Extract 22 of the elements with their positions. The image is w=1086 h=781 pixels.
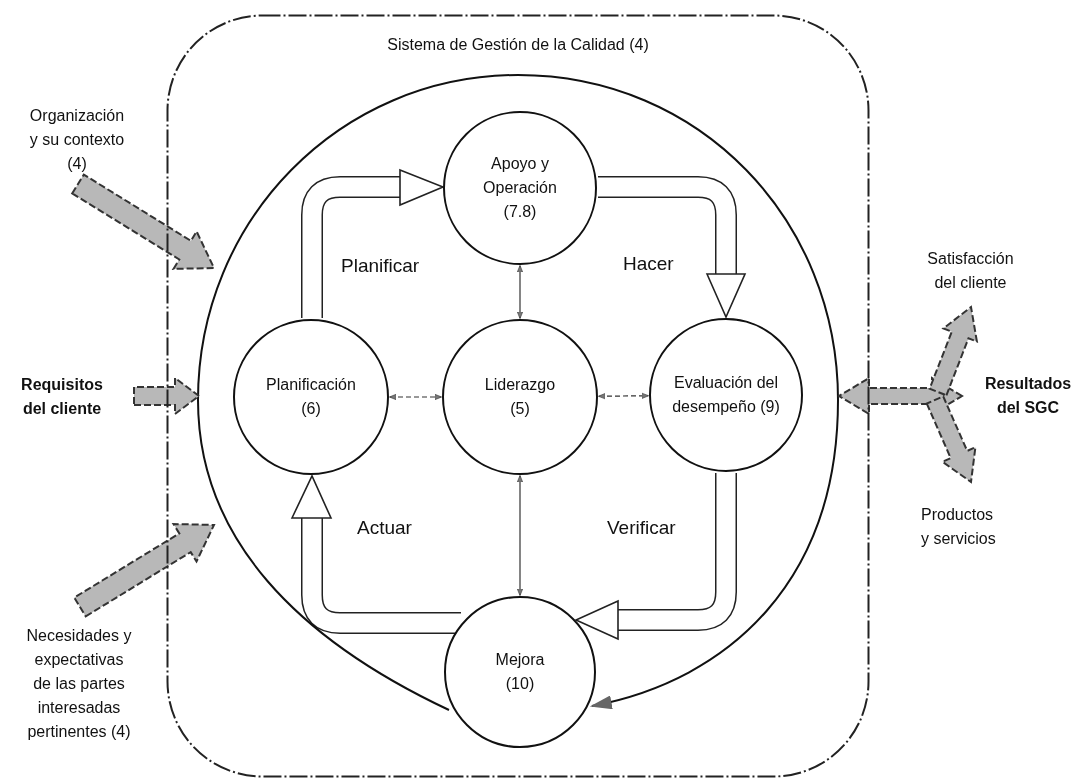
text-label: Resultados del SGC [972,372,1084,420]
system-boundary [166,14,870,778]
block-arrow [928,305,979,397]
hollow-bent-arrow [598,176,747,319]
text-label: Organización y su contexto (4) [25,104,129,176]
block-arrow [133,376,201,416]
hollow-bent-arrow [301,168,446,318]
text-label: Productos y servicios [921,503,1003,551]
block-arrow [72,522,216,618]
hollow-bent-arrow [574,473,737,641]
connector-arrow [516,475,524,596]
connector-arrow [598,392,649,400]
cycle-arrow [197,74,839,711]
boundary-title: Sistema de Gestión de la Calidad (4) [387,35,649,55]
block-arrow [925,395,977,484]
text-label: Requisitos del cliente [12,373,112,421]
text-label: Necesidades y expectativas de las partes interesadas pertinentes (4) [24,624,134,744]
connector-arrow [389,393,442,401]
connector-arrow [516,265,524,319]
block-arrow [70,173,216,270]
text-label: Satisfacción del cliente [918,247,1023,295]
hollow-bent-arrow [290,474,461,634]
